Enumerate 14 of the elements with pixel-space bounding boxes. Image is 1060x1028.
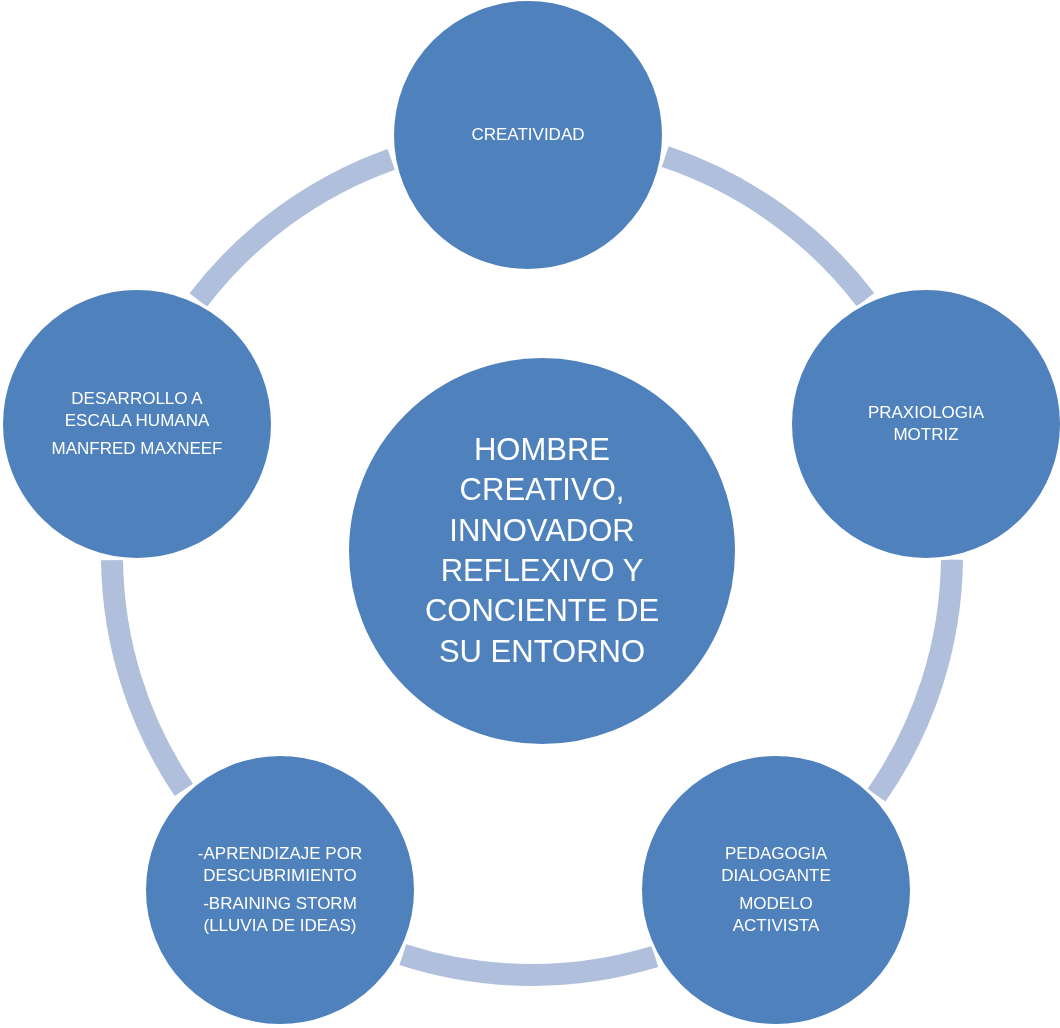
ring-connector (189, 149, 396, 308)
node-text: DESARROLLO A ESCALA HUMANA (63, 387, 211, 432)
node-text: -APRENDIZAJE POR DESCUBRIMIENTO (196, 842, 364, 887)
ring-connector (867, 558, 963, 801)
ring-connector (400, 944, 658, 986)
node-text: PRAXIOLOGIA MOTRIZ (866, 401, 986, 446)
node-text: HOMBRE CREATIVO, INNOVADOR REFLEXIVO Y CONCIENTE DE SU ENTORNO (423, 431, 661, 671)
ring-connector (101, 559, 194, 796)
node-text: MANFRED MAXNEEF (51, 438, 223, 461)
node-text: MODELO ACTIVISTA (731, 893, 821, 938)
node-text: CREATIVIDAD (471, 123, 585, 146)
node-text: -BRAINING STORM (LLUVIA DE IDEAS) (202, 893, 358, 938)
ring-connector (661, 146, 874, 307)
node-text: PEDAGOGIA DIALOGANTE (720, 842, 832, 887)
